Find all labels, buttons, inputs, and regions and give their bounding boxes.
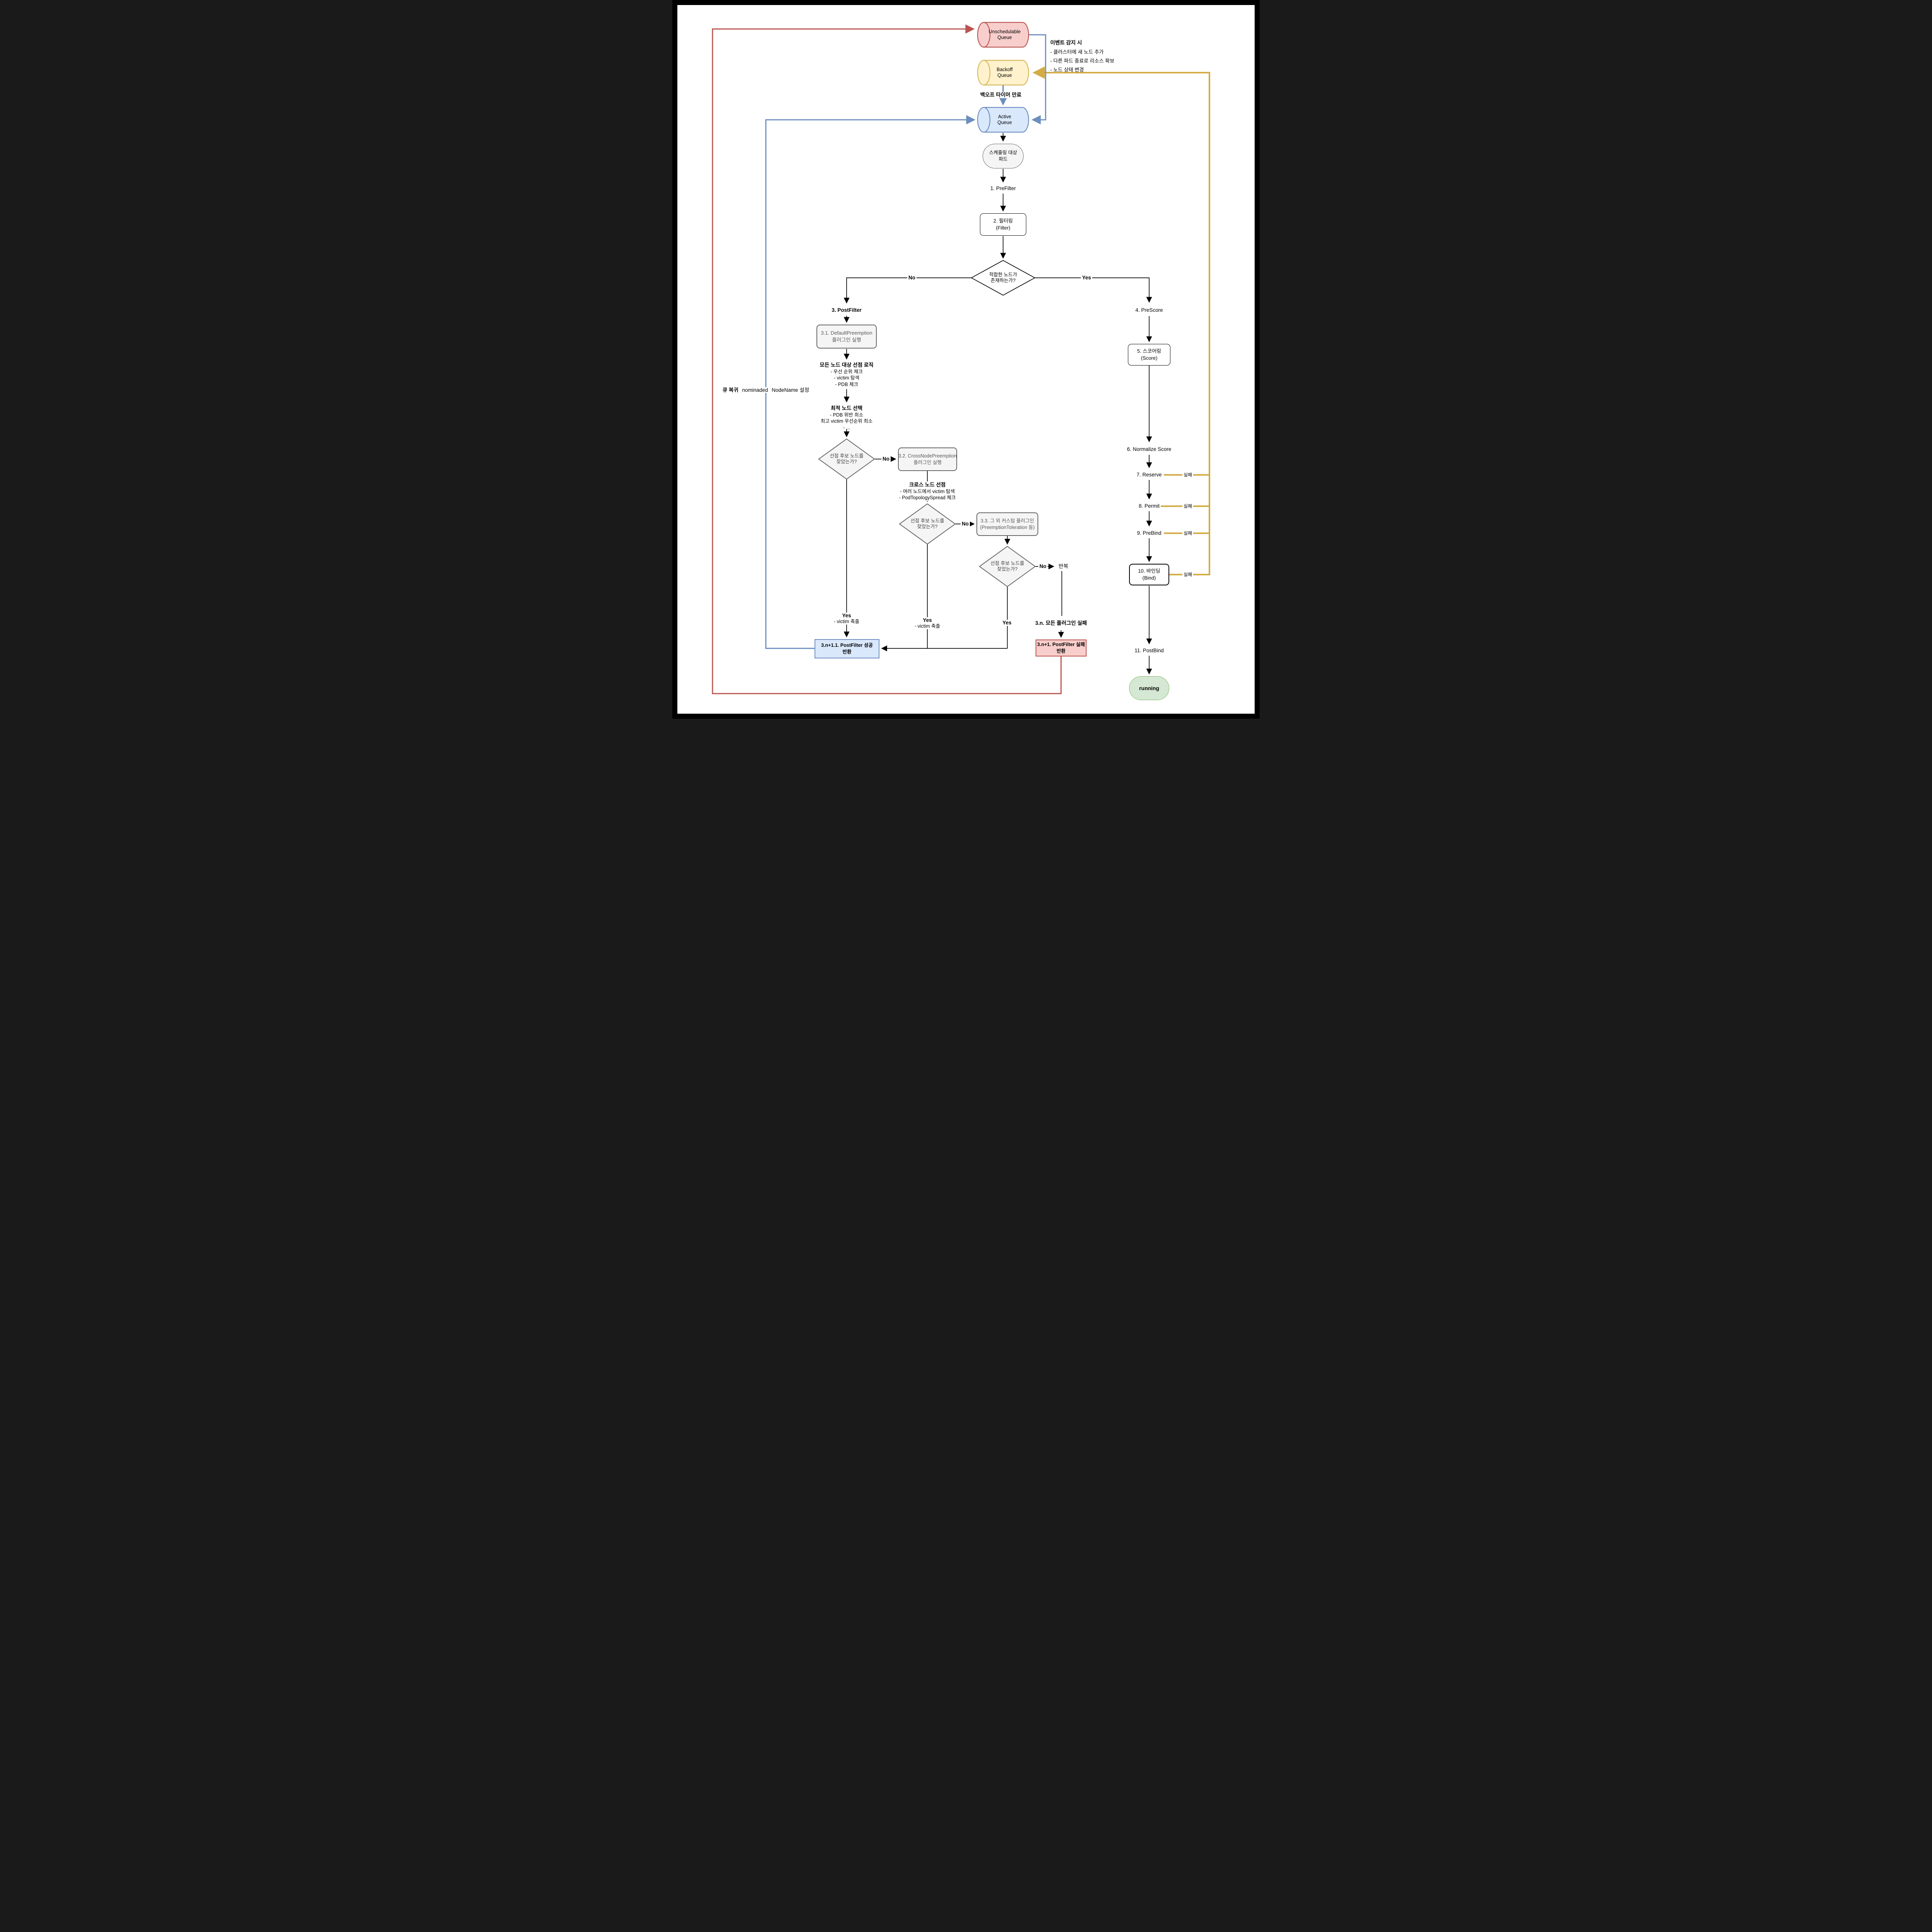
step-prefilter: 1. PreFilter bbox=[990, 185, 1016, 191]
event-detect-note: 이벤트 감지 시 - 클러스터에 새 노드 추가 - 다른 파드 종료로 리소스… bbox=[1050, 40, 1114, 73]
cross-node-info-note: 크로스 노드 선점 - 여러 노드에서 victim 탐색 - PodTopol… bbox=[898, 481, 957, 501]
step-reserve: 7. Reserve bbox=[1136, 471, 1162, 478]
edge-no-3: No bbox=[961, 520, 970, 527]
fail-label-prebind: 실패 bbox=[1182, 530, 1194, 536]
fail-loop-lines bbox=[1032, 66, 1210, 575]
backoff-timer-label: 백오프 타이머 만료 bbox=[979, 92, 1023, 99]
step-postbind: 11. PostBind bbox=[1134, 647, 1164, 653]
candidate-decision-2-shape bbox=[899, 503, 956, 545]
step-postfilter: 3. PostFilter bbox=[832, 307, 862, 313]
active-queue-shape bbox=[977, 107, 1029, 133]
edge-no-2: No bbox=[881, 456, 891, 463]
success-return-line bbox=[765, 115, 976, 649]
best-node-note: 최적 노드 선택 - PDB 위반 최소 최고 victim 우선순위 최소 -… bbox=[820, 405, 873, 430]
score-box: 5. 스코어링(Score) bbox=[1128, 344, 1170, 366]
fail-label-bind: 실패 bbox=[1182, 571, 1194, 578]
step-prebind: 9. PreBind bbox=[1137, 530, 1162, 536]
fail-label-reserve: 실패 bbox=[1182, 472, 1194, 478]
candidate-decision-3-shape bbox=[979, 546, 1036, 587]
bind-box: 10. 바인딩(Bind) bbox=[1129, 564, 1169, 585]
running-node: running bbox=[1129, 676, 1169, 700]
all-plugins-failed-label: 3.n. 모든 플러그인 실패 bbox=[1035, 620, 1087, 626]
step-prescore: 4. PreScore bbox=[1135, 307, 1163, 313]
edge-no-4: No bbox=[1038, 563, 1048, 570]
event-to-active-line bbox=[1029, 34, 1046, 124]
fit-node-decision-label: 적합한 노드가 존재하는가? bbox=[989, 272, 1017, 283]
edge-no-1: No bbox=[907, 274, 917, 281]
edge-yes-victim-2: Yes - victim 축출 bbox=[913, 617, 942, 629]
filter-box: 2. 필터링(Filter) bbox=[980, 213, 1026, 236]
preemption-logic-note: 모든 노드 대상 선점 로직 - 우선 순위 체크 - victim 탐색 - … bbox=[820, 362, 874, 387]
requeue-fail-line bbox=[712, 24, 1062, 694]
fit-node-decision-shape bbox=[971, 260, 1036, 296]
step-normalize-score: 6. Normalize Score bbox=[1127, 446, 1172, 452]
connector-layer bbox=[712, 22, 1210, 694]
candidate-decision-1-shape bbox=[818, 438, 875, 480]
edge-yes-3: Yes bbox=[1001, 619, 1013, 626]
unschedulable-queue-shape bbox=[977, 22, 1029, 48]
custom-plugins-box: 3.3. 그 외 커스텀 플러그인(PreemptionToleration 등… bbox=[976, 512, 1038, 536]
step-permit: 8. Permit bbox=[1138, 503, 1160, 509]
backoff-queue-shape bbox=[977, 60, 1029, 86]
edge-yes-victim-1: Yes - victim 축출 bbox=[832, 612, 861, 625]
queue-return-note: 큐 복귀 nominaded NodeName 설정 bbox=[721, 387, 811, 393]
edge-yes-1: Yes bbox=[1081, 274, 1092, 281]
flow-lines bbox=[844, 133, 1152, 675]
repeat-label: 반복 bbox=[1058, 563, 1068, 569]
fail-label-permit: 실패 bbox=[1182, 503, 1194, 509]
